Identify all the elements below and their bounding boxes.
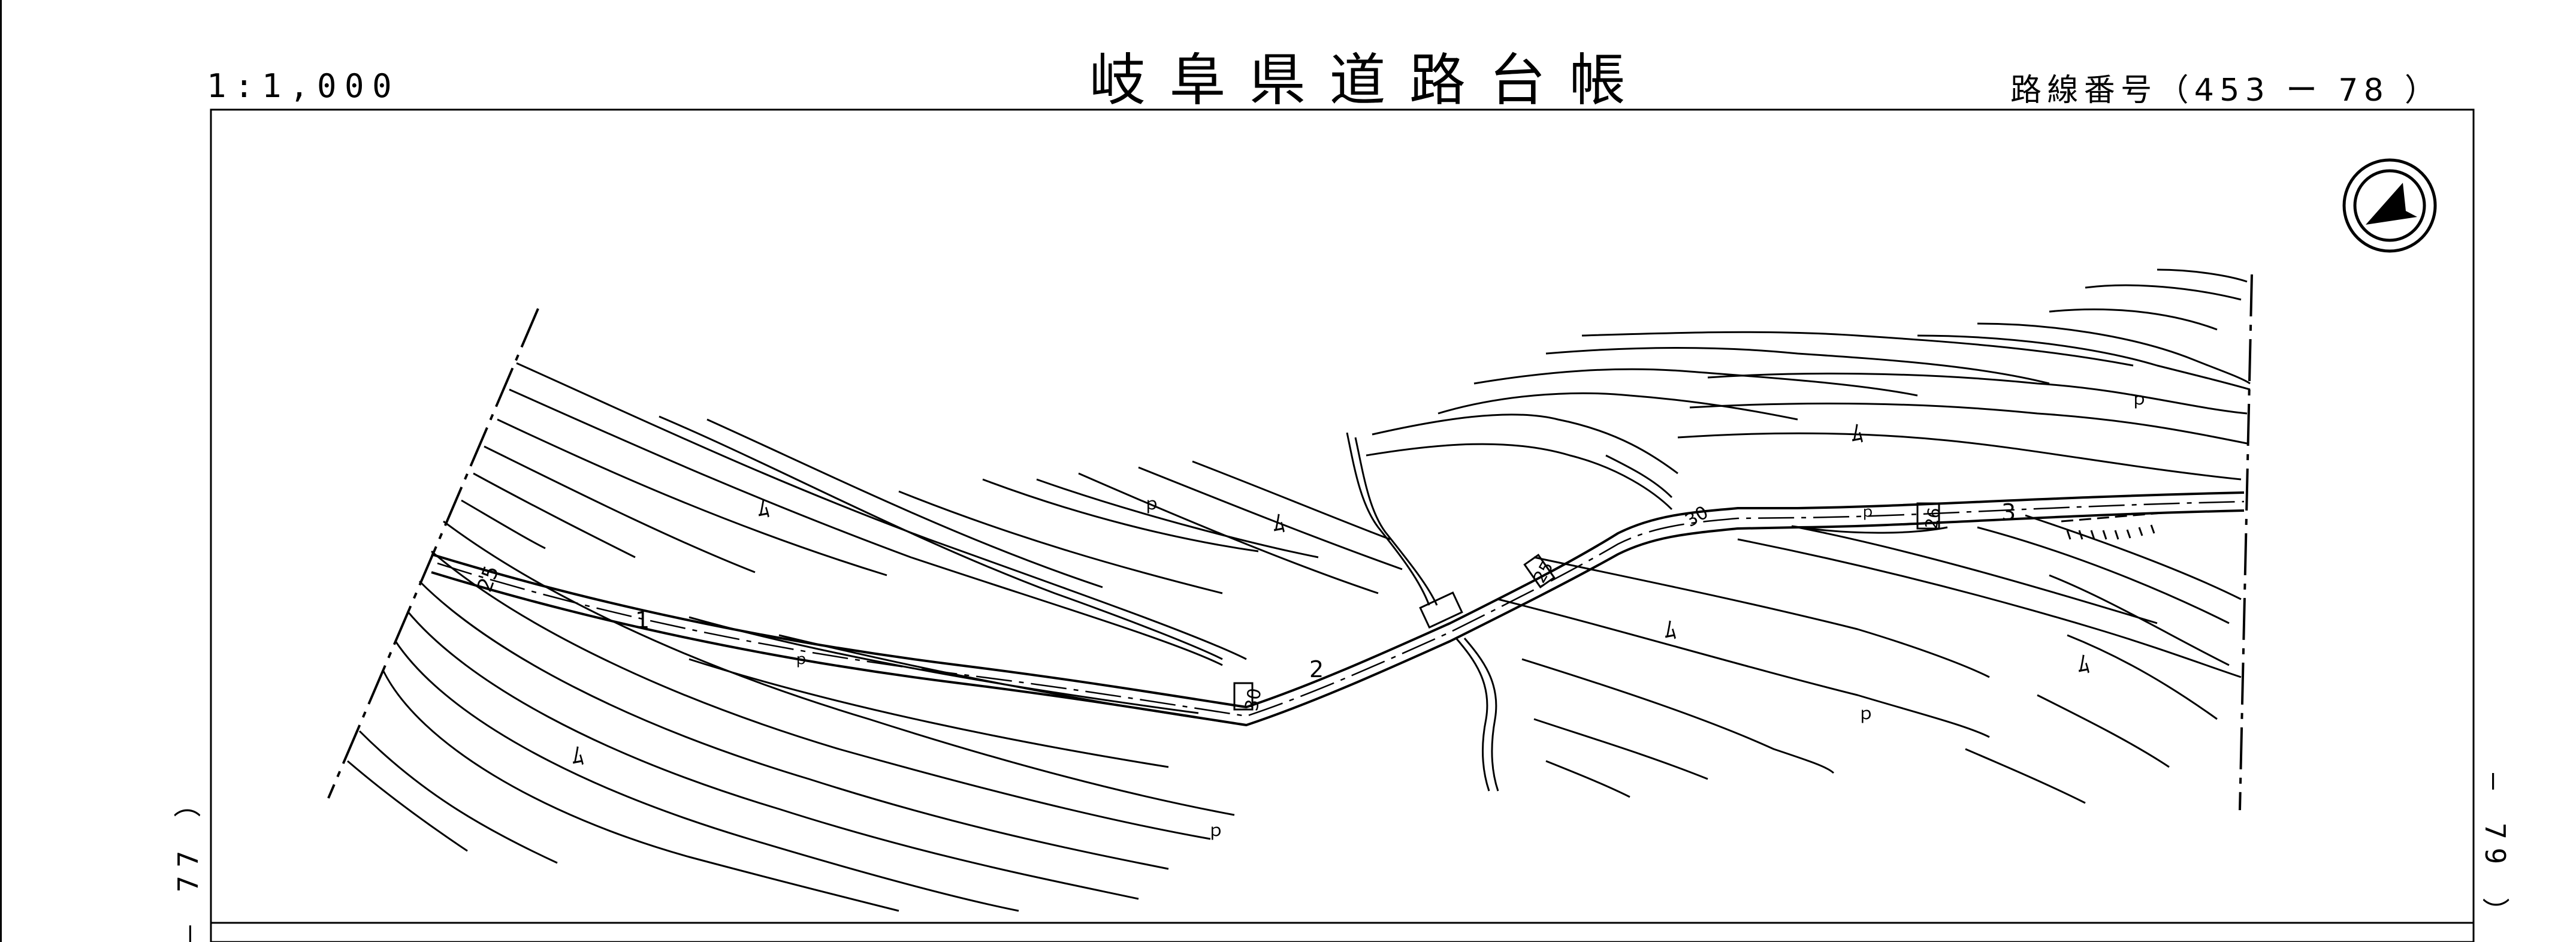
- bridge-structure: [1233, 502, 1940, 711]
- land-use-symbols: ﾑ ﾑ ﾑ ﾑ ﾑ ﾑ ｐ ｐ ｐ ｐ ｐ ｐ: [572, 389, 2148, 840]
- field-symbol: ｐ: [794, 651, 808, 668]
- map-frame: [210, 108, 2475, 942]
- field-symbol: ｐ: [1861, 503, 1875, 520]
- forest-symbol: ﾑ: [572, 742, 584, 770]
- cut-slope-hatch: [2066, 524, 2155, 540]
- forest-symbol: ﾑ: [2078, 651, 2090, 678]
- label-station-26: 26: [1921, 506, 1944, 530]
- forest-symbol: ﾑ: [1665, 617, 1677, 644]
- label-marker-b: 2: [1309, 656, 1324, 683]
- route-number: 路線番号（453 ー 78 ）: [2010, 73, 2442, 108]
- label-station-30b: 30: [1682, 502, 1713, 532]
- field-symbol: ｐ: [1858, 704, 1874, 723]
- prefectural-road: [431, 491, 2245, 727]
- map-labels: 25 1 2 3 30 30 26 25: [473, 499, 2016, 712]
- contour-lines: [347, 268, 2251, 912]
- label-marker-a: 1: [635, 607, 650, 633]
- field-symbol: ｐ: [2131, 389, 2148, 409]
- sheet-title: 岐阜県道路台帳: [1089, 48, 1650, 113]
- label-marker-c: 3: [2001, 499, 2016, 526]
- scale-label: 1:1,000: [207, 67, 400, 105]
- forest-symbol: ﾑ: [1852, 420, 1864, 448]
- label-station-30a: 30: [1241, 687, 1266, 713]
- forest-symbol: ﾑ: [1273, 510, 1285, 538]
- field-symbol: ｐ: [1207, 820, 1224, 840]
- north-arrow-icon: [2342, 158, 2437, 253]
- field-symbol: ｐ: [1143, 494, 1160, 514]
- stream-channels: [1346, 432, 1499, 792]
- forest-symbol: ﾑ: [758, 495, 770, 523]
- section-end-line: [2239, 274, 2253, 811]
